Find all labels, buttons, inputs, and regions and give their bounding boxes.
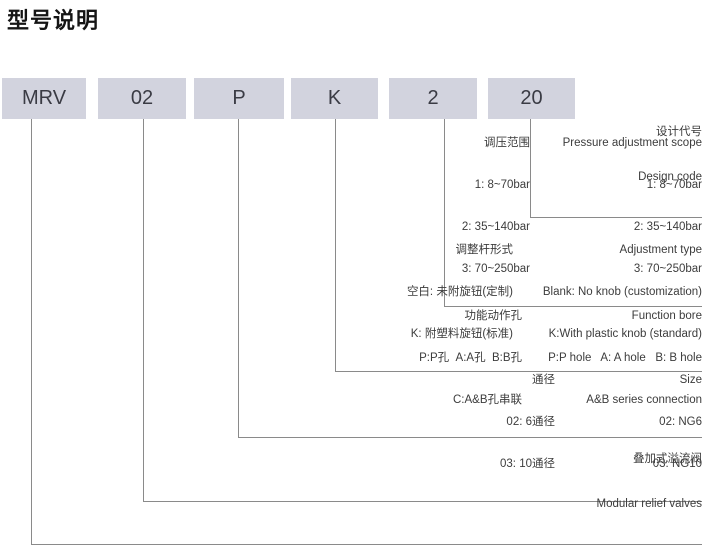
model-code-segment-bore: P: [194, 78, 284, 119]
bore-header-en: Function bore: [631, 310, 702, 322]
connector-vline-size: [143, 119, 144, 501]
pressure-option-row: 2: 35~140bar 2: 35~140bar: [462, 220, 702, 234]
connector-hline-pressure: [444, 306, 702, 307]
design-code-label-en: Design code: [638, 171, 702, 183]
connector-vline-mrv: [31, 119, 32, 544]
adjustment-option-row: K: 附塑料旋钮(标准) K:With plastic knob (standa…: [407, 327, 702, 341]
size-option-02-en: 02: NG6: [659, 416, 702, 428]
size-header-cn: 通径: [532, 374, 555, 386]
page-title: 型号说明: [7, 8, 100, 33]
connector-hline-mrv: [31, 544, 702, 545]
size-header-en: Size: [679, 374, 702, 386]
bore-option-c-cn: C:A&B孔串联: [452, 394, 522, 406]
size-option-03-en: 03: NG10: [652, 458, 702, 470]
pressure-option-3-en: 3: 70~250bar: [633, 263, 702, 275]
connector-hline-design: [530, 217, 702, 218]
size-option-row: 02: 6通径 02: NG6: [500, 415, 702, 429]
design-code-label-cn: 设计代号: [656, 126, 702, 138]
bore-header-row: 功能动作孔 Function bore: [419, 309, 703, 323]
section-adjustment-type: 调整杆形式 Adjustment type 空白: 未附旋钮(定制) Blank…: [407, 215, 702, 369]
model-code-segment-size: 02: [98, 78, 186, 119]
adjustment-header-cn: 调整杆形式: [455, 244, 514, 256]
model-code-segment-knob: K: [291, 78, 378, 119]
connector-vline-knob: [335, 119, 336, 371]
connector-hline-bore: [238, 437, 702, 438]
pressure-option-1-en: 1: 8~70bar: [646, 179, 702, 191]
section-pressure-adjustment-scope: 调压范围 Pressure adjustment scope 1: 8~70ba…: [462, 108, 702, 304]
section-size: 通径 Size 02: 6通径 02: NG6 03: 10通径 03: NG1…: [500, 345, 702, 499]
pressure-header-en: Pressure adjustment scope: [562, 137, 702, 149]
adjustment-header-row: 调整杆形式 Adjustment type: [407, 243, 703, 257]
adjustment-option-row: 空白: 未附旋钮(定制) Blank: No knob (customizati…: [407, 285, 702, 299]
bore-option-c-en: A&B series connection: [586, 394, 702, 406]
pressure-option-3-cn: 3: 70~250bar: [461, 263, 530, 275]
bore-header-cn: 功能动作孔: [464, 310, 523, 322]
bore-option-pab-cn: P:P孔 A:A孔 B:B孔: [419, 352, 522, 364]
connector-vline-pressure: [444, 119, 445, 306]
adjustment-option-k-en: K:With plastic knob (standard): [548, 328, 702, 340]
bore-option-row: C:A&B孔串联 A&B series connection: [419, 393, 702, 407]
connector-hline-knob: [335, 371, 702, 372]
model-code-segment-pressure: 2: [389, 78, 477, 119]
connector-hline-size: [143, 501, 702, 502]
bore-option-pab-en: P:P hole A: A hole B: B hole: [548, 352, 702, 364]
model-code-segment-mrv: MRV: [2, 78, 86, 119]
pressure-header-row: 调压范围 Pressure adjustment scope: [462, 136, 702, 150]
size-option-02-cn: 02: 6通径: [506, 416, 555, 428]
bore-option-row: P:P孔 A:A孔 B:B孔 P:P hole A: A hole B: B h…: [419, 351, 702, 365]
size-option-03-cn: 03: 10通径: [500, 458, 555, 470]
model-code-segment-design: 20: [488, 78, 575, 119]
adjustment-option-k-cn: K: 附塑料旋钮(标准): [410, 328, 513, 340]
pressure-option-2-cn: 2: 35~140bar: [461, 221, 530, 233]
pressure-option-1-cn: 1: 8~70bar: [474, 179, 530, 191]
modular-label-cn: 叠加式溢流阀: [633, 453, 702, 465]
connector-vline-design: [530, 119, 531, 217]
pressure-option-row: 3: 70~250bar 3: 70~250bar: [462, 262, 702, 276]
size-option-row: 03: 10通径 03: NG10: [500, 457, 702, 471]
section-modular-relief-valves: 叠加式溢流阀 Modular relief valves: [597, 422, 702, 542]
section-function-bore: 功能动作孔 Function bore P:P孔 A:A孔 B:B孔 P:P h…: [419, 281, 702, 435]
size-header-row: 通径 Size: [500, 373, 702, 387]
pressure-option-row: 1: 8~70bar 1: 8~70bar: [462, 178, 702, 192]
pressure-header-cn: 调压范围: [484, 137, 530, 149]
adjustment-header-en: Adjustment type: [619, 244, 702, 256]
adjustment-option-blank-en: Blank: No knob (customization): [542, 286, 702, 298]
pressure-option-2-en: 2: 35~140bar: [633, 221, 702, 233]
modular-label-en: Modular relief valves: [596, 498, 702, 510]
connector-vline-bore: [238, 119, 239, 437]
section-design-code: 设计代号 Design code: [638, 95, 702, 215]
adjustment-option-blank-cn: 空白: 未附旋钮(定制): [406, 286, 513, 298]
